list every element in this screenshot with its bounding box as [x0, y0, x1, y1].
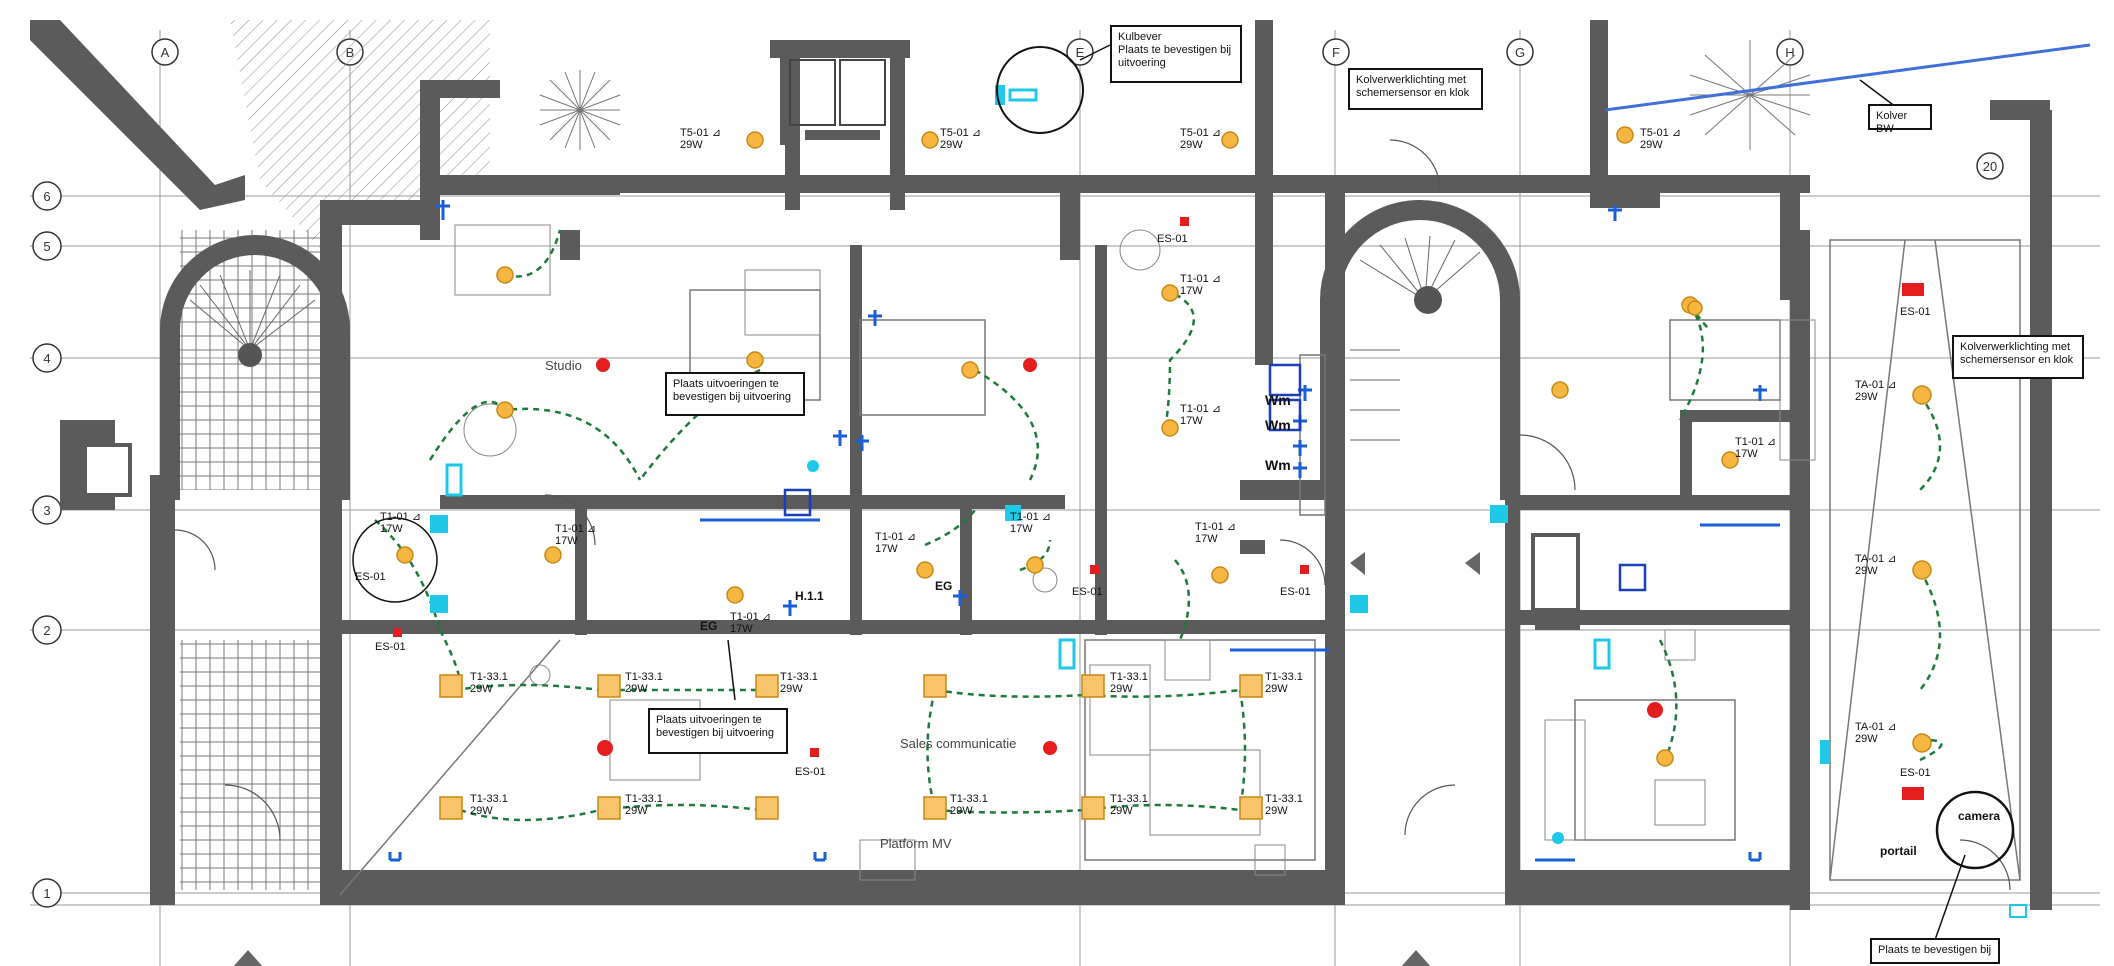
axis-label-4: 4 [43, 351, 50, 366]
tiled-floor-left-lower [180, 640, 320, 890]
room-name-studio: Studio [545, 358, 582, 373]
eg-label: EG [700, 619, 717, 633]
blue-equipment [783, 363, 1647, 592]
wm-label: Wm [1265, 457, 1291, 473]
callout-uitvoering-lower: Plaats uitvoeringen te bevestigen bij ui… [648, 708, 788, 754]
entrance-bay-windows [789, 59, 886, 126]
fixture-label: T5-01 ⊿29W [940, 127, 981, 151]
fixture-label: ES-01 [375, 641, 406, 653]
axis-label-g: G [1515, 45, 1525, 60]
stair-left [160, 235, 350, 500]
stair-left-treads [189, 270, 316, 351]
boundary-line-blue [1604, 43, 2091, 112]
fixture-label: T1-01 ⊿17W [1180, 273, 1221, 297]
stair-middle-newel [1414, 286, 1442, 314]
fixture-label: T1-01 ⊿17W [380, 511, 421, 535]
camera-label: camera [1958, 809, 2000, 823]
wm-label: Wm [1265, 392, 1291, 408]
fixture-label: ES-01 [1280, 586, 1311, 598]
diagonal-wall-nw [30, 20, 245, 210]
fixture-label: T1-01 ⊿17W [1010, 511, 1051, 535]
fixture-label: T1-01 ⊿17W [730, 611, 771, 635]
axis-label-2: 2 [43, 623, 50, 638]
fixture-label: ES-01 [795, 766, 826, 778]
sensor-zone-left [352, 517, 438, 603]
axis-label-5: 5 [43, 239, 50, 254]
misc-label-group: camera portail EG EG H.1.1 [700, 579, 2000, 858]
axis-label-f: F [1332, 45, 1340, 60]
fixture-label: ES-01 [355, 571, 386, 583]
fixture-label: TA-01 ⊿29W [1855, 553, 1896, 577]
callout-schemersensor-top: Kolverwerklichting met schemersensor en … [1348, 68, 1483, 110]
fixture-label-group: T5-01 ⊿29W T5-01 ⊿29W T5-01 ⊿29W T5-01 ⊿… [355, 127, 1931, 817]
sensors [430, 85, 2027, 918]
interior-partitions [339, 239, 2021, 896]
fixture-label: T1-01 ⊿17W [1180, 403, 1221, 427]
axis-label-h: H [1785, 45, 1794, 60]
fixture-label: T1-01 ⊿17W [1735, 436, 1776, 460]
stair-middle-treads [1350, 235, 1481, 441]
room-name-group: Studio Sales communicatie Platform MV [545, 358, 1016, 851]
axis-label-6: 6 [43, 189, 50, 204]
axis-label-e: E [1076, 45, 1085, 60]
section-markers [233, 552, 1480, 966]
tree-left [539, 70, 621, 150]
stair-left-newel [238, 343, 262, 367]
fixtures-square [439, 674, 1263, 820]
sensor-zone-top [996, 46, 1084, 134]
fixture-label: TA-01 ⊿29W [1855, 379, 1896, 403]
outlets [388, 200, 1780, 862]
fixtures-round [396, 126, 1932, 767]
furniture [454, 224, 1816, 881]
electrical-panels [83, 443, 1580, 612]
room-name-sales: Sales communicatie [900, 736, 1016, 751]
axis-label-3: 3 [43, 503, 50, 518]
fixture-label: ES-01 [1900, 767, 1931, 779]
callout-schemersensor-right: Kolverwerklichting met schemersensor en … [1952, 335, 2084, 379]
eg-label: EG [935, 579, 952, 593]
door-swings [174, 139, 2011, 891]
axis-label-a: A [161, 45, 170, 60]
axis-label-1: 1 [43, 886, 50, 901]
walls [60, 20, 2052, 910]
camera-zone [1935, 790, 2015, 870]
callout-kulbever: Kulbever Plaats te bevestigen bij uitvoe… [1110, 25, 1242, 83]
tree-right [1689, 40, 1811, 150]
callout-uitvoering-upper: Plaats uitvoeringen te bevestigen bij ui… [665, 372, 805, 416]
fixture-label: T5-01 ⊿29W [680, 127, 721, 151]
fixture-label: T5-01 ⊿29W [1640, 127, 1681, 151]
wm-label: Wm [1265, 417, 1291, 433]
room-name-platform: Platform MV [880, 836, 952, 851]
wm-label-group: Wm Wm Wm [1265, 392, 1291, 473]
fixture-label: ES-01 [1072, 586, 1103, 598]
axis-label-20: 20 [1983, 159, 1997, 174]
fixture-label: ES-01 [1157, 233, 1188, 245]
fixture-label: T5-01 ⊿29W [1180, 127, 1221, 151]
exit-signs [393, 217, 1924, 800]
callout-bevestigen-bottom: Plaats te bevestigen bij [1870, 938, 2000, 964]
callout-kolver: Kolver BW [1868, 104, 1932, 135]
fixture-label: T1-01 ⊿17W [1195, 521, 1236, 545]
fixture-label: T1-01 ⊿17W [555, 523, 596, 547]
fixture-label: T1-01 ⊿17W [875, 531, 916, 555]
fixture-label: ES-01 [1900, 306, 1931, 318]
stair-middle [1320, 200, 1520, 500]
fixture-label: TA-01 ⊿29W [1855, 721, 1896, 745]
h-label: H.1.1 [795, 589, 824, 603]
portail-label: portail [1880, 844, 1917, 858]
